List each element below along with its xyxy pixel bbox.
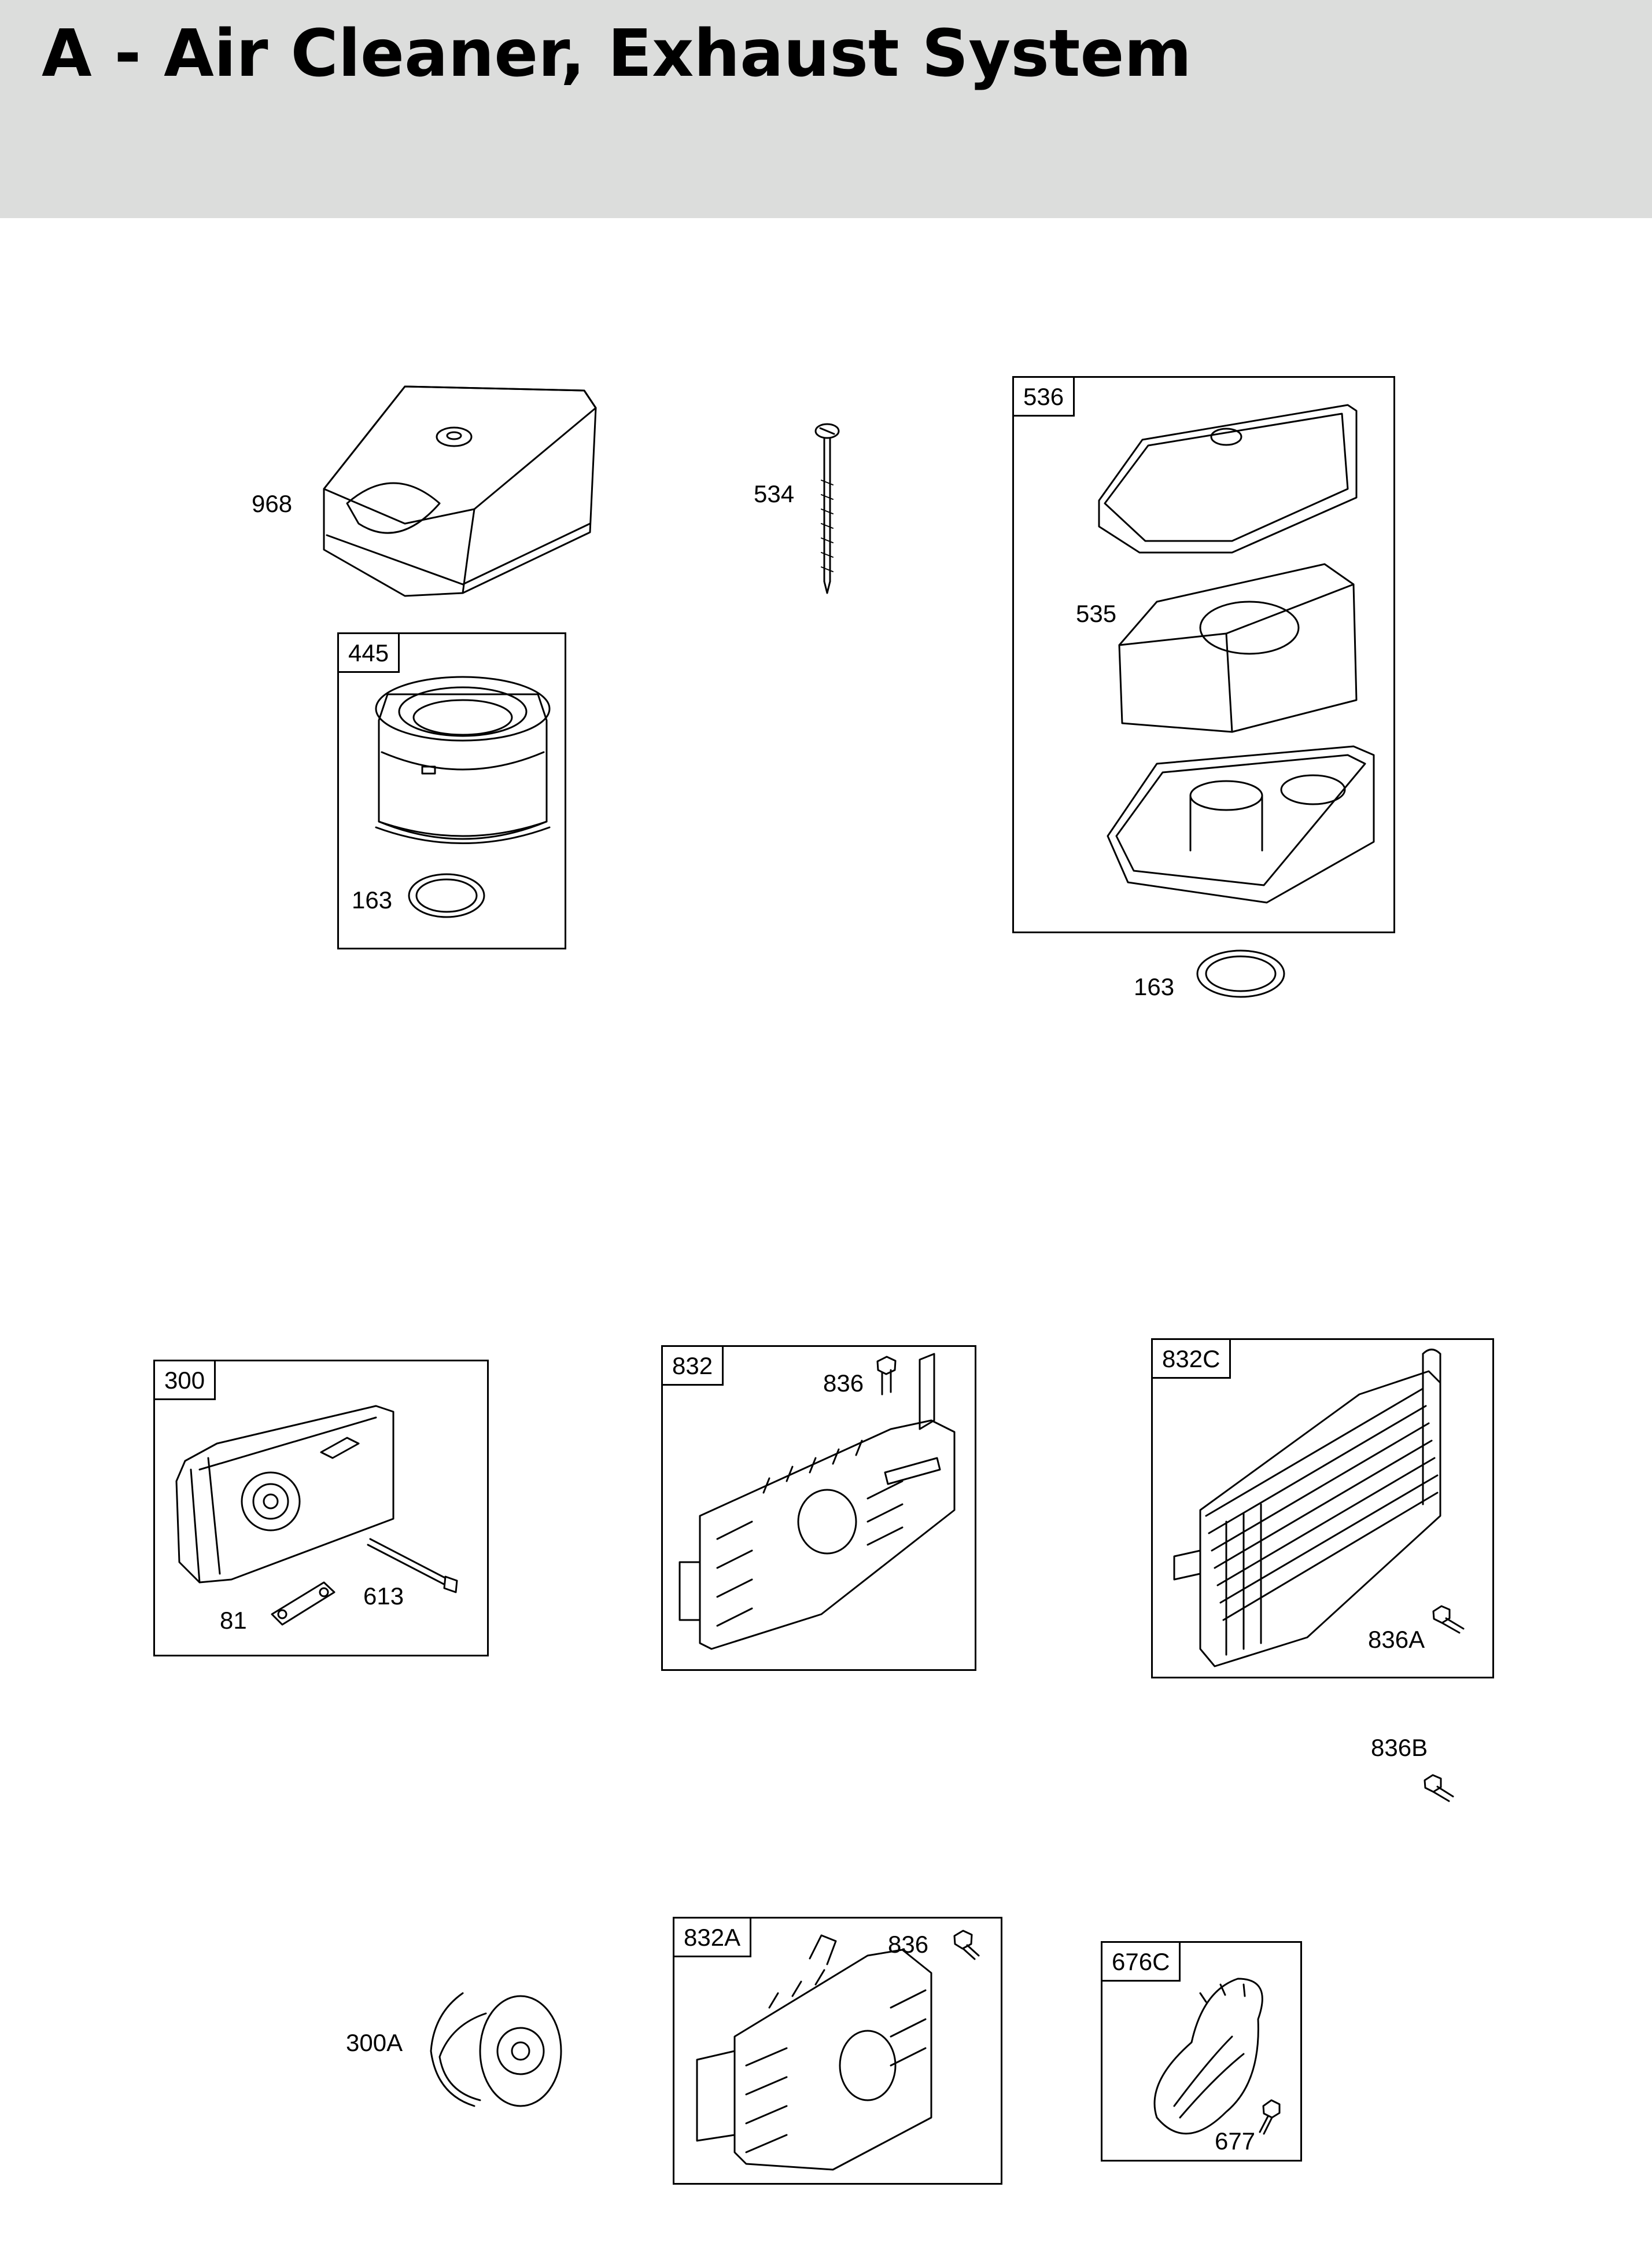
stud-613-drawing	[367, 1538, 458, 1593]
group-box-676C: 676C	[1101, 1941, 1302, 2162]
screw-836B-drawing	[1424, 1774, 1454, 1802]
part-label-163-left: 163	[352, 886, 393, 914]
group-label-832A: 832A	[673, 1917, 752, 1957]
heat-shield-832A-drawing	[696, 1934, 932, 2171]
screw-677-drawing	[1259, 2099, 1281, 2135]
group-label-445: 445	[337, 632, 400, 673]
heat-shield-832-drawing	[679, 1353, 956, 1650]
page-header: A - Air Cleaner, Exhaust System	[0, 0, 1652, 218]
bolt-534-drawing	[814, 423, 840, 594]
group-box-445: 445	[337, 632, 566, 949]
clamp-81-drawing	[271, 1581, 335, 1626]
part-label-968: 968	[252, 490, 293, 517]
part-label-535: 535	[1076, 600, 1117, 627]
part-label-836A: 836A	[1368, 1626, 1425, 1653]
group-label-832C: 832C	[1151, 1338, 1231, 1379]
muffler-300-drawing	[175, 1405, 394, 1584]
heat-shield-832C-drawing	[1173, 1349, 1441, 1667]
part-label-300A: 300A	[346, 2029, 403, 2056]
air-cleaner-assembly-536-drawing	[1098, 404, 1375, 904]
part-label-836B: 836B	[1371, 1734, 1428, 1761]
group-box-300: 300	[153, 1360, 489, 1656]
part-label-163-right: 163	[1134, 973, 1175, 1000]
deflector-676C-drawing	[1153, 1978, 1263, 2135]
filter-element-445-drawing	[375, 676, 551, 844]
group-box-832C: 832C	[1151, 1338, 1494, 1678]
gasket-163-right-drawing	[1196, 949, 1285, 998]
group-label-832: 832	[661, 1345, 724, 1386]
part-label-534: 534	[754, 480, 795, 507]
part-label-677: 677	[1215, 2127, 1256, 2155]
part-label-613: 613	[363, 1582, 404, 1610]
screw-836-upper-drawing	[876, 1356, 897, 1396]
part-label-836-upper: 836	[823, 1369, 864, 1397]
group-label-300: 300	[153, 1360, 216, 1400]
air-cleaner-cover-968-drawing	[323, 385, 597, 597]
group-label-536: 536	[1012, 376, 1075, 417]
group-box-832A: 832A	[673, 1917, 1002, 2185]
gasket-163-left-drawing	[408, 873, 485, 918]
screw-836A-drawing	[1432, 1605, 1465, 1634]
muffler-300A-drawing	[430, 1992, 562, 2107]
group-label-676C: 676C	[1101, 1941, 1181, 1982]
page-title: A - Air Cleaner, Exhaust System	[42, 16, 1192, 91]
screw-836-lower-drawing	[953, 1930, 980, 1960]
part-label-81: 81	[220, 1607, 247, 1634]
part-label-836-lower: 836	[888, 1931, 929, 1958]
group-box-832: 832	[661, 1345, 976, 1671]
group-box-536: 536	[1012, 376, 1395, 933]
